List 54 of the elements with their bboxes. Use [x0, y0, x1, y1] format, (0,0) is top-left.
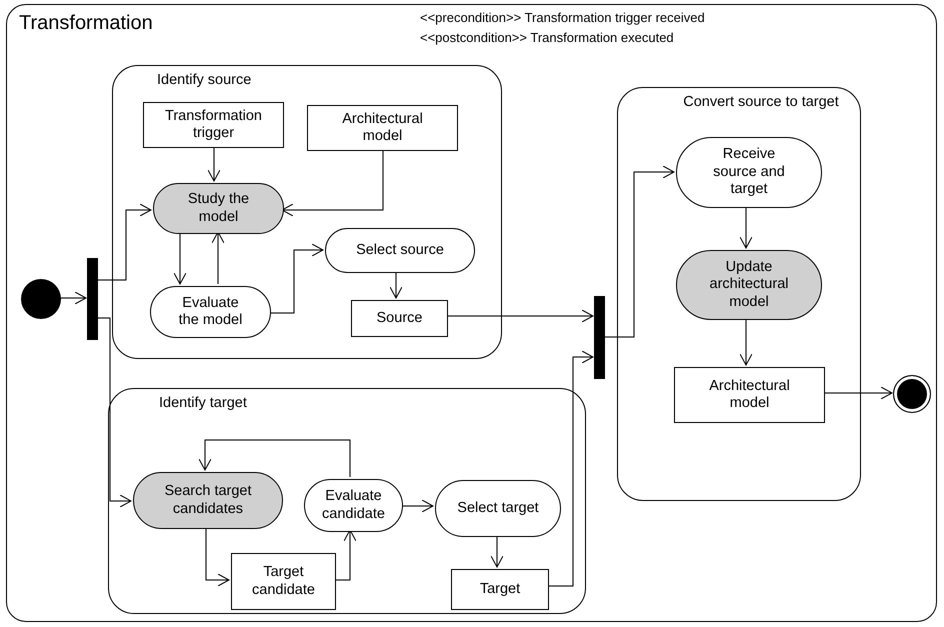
arrow	[390, 270, 402, 298]
activity-frame	[6, 4, 937, 622]
action-label: Evaluate candidate	[321, 488, 386, 523]
object-label: Target	[480, 580, 520, 598]
object-node	[351, 300, 448, 337]
object-label: Architectural model	[708, 378, 791, 412]
arrow	[206, 526, 230, 586]
frame-title: Identify source	[157, 72, 252, 90]
arrow	[198, 440, 350, 478]
arrow	[96, 318, 132, 508]
arrow	[60, 292, 86, 304]
condition-note: <<postcondition>> Transformation executed	[420, 30, 674, 45]
object-label: Transformation trigger	[164, 108, 263, 142]
initial-node	[21, 279, 61, 319]
frame-title: Identify target	[159, 395, 247, 412]
arrow	[174, 232, 186, 284]
action-label: Update architectural model	[708, 258, 790, 312]
object-node	[674, 367, 825, 423]
final-node	[893, 375, 931, 413]
sync-bar	[594, 296, 605, 379]
arrow	[740, 206, 752, 248]
action-label: Select source	[356, 242, 444, 260]
action-node	[150, 286, 271, 338]
frame-title: Convert source to target	[683, 94, 839, 112]
activity-frame	[617, 87, 861, 501]
arrow	[740, 318, 752, 366]
action-label: Search target candidates	[163, 483, 253, 518]
sync-bar	[87, 258, 98, 340]
activity-frame	[112, 65, 502, 359]
arrow	[604, 166, 674, 338]
action-node	[153, 183, 284, 234]
object-node	[451, 569, 549, 610]
arrow	[212, 232, 224, 284]
action-node	[325, 228, 475, 273]
arrow	[208, 146, 220, 182]
action-node	[304, 479, 403, 532]
arrow	[96, 204, 152, 280]
object-label: Target candidate	[251, 564, 316, 599]
arrow	[400, 500, 434, 512]
object-label: Source	[376, 310, 422, 328]
arrow	[268, 244, 324, 314]
frame-title: Transformation	[19, 11, 153, 35]
action-label: Select target	[457, 500, 539, 518]
object-label: Architectural model	[341, 110, 424, 146]
activity-frame	[108, 388, 586, 614]
arrow	[490, 534, 504, 568]
action-label: Evaluate the model	[178, 294, 244, 330]
object-node	[307, 105, 458, 151]
action-label: Receive source and target	[712, 146, 786, 199]
condition-note: <<precondition>> Transformation trigger received	[420, 10, 705, 25]
arrow	[282, 148, 384, 216]
object-node	[231, 553, 336, 610]
action-label: Study the model	[186, 191, 250, 226]
object-node	[143, 102, 284, 148]
